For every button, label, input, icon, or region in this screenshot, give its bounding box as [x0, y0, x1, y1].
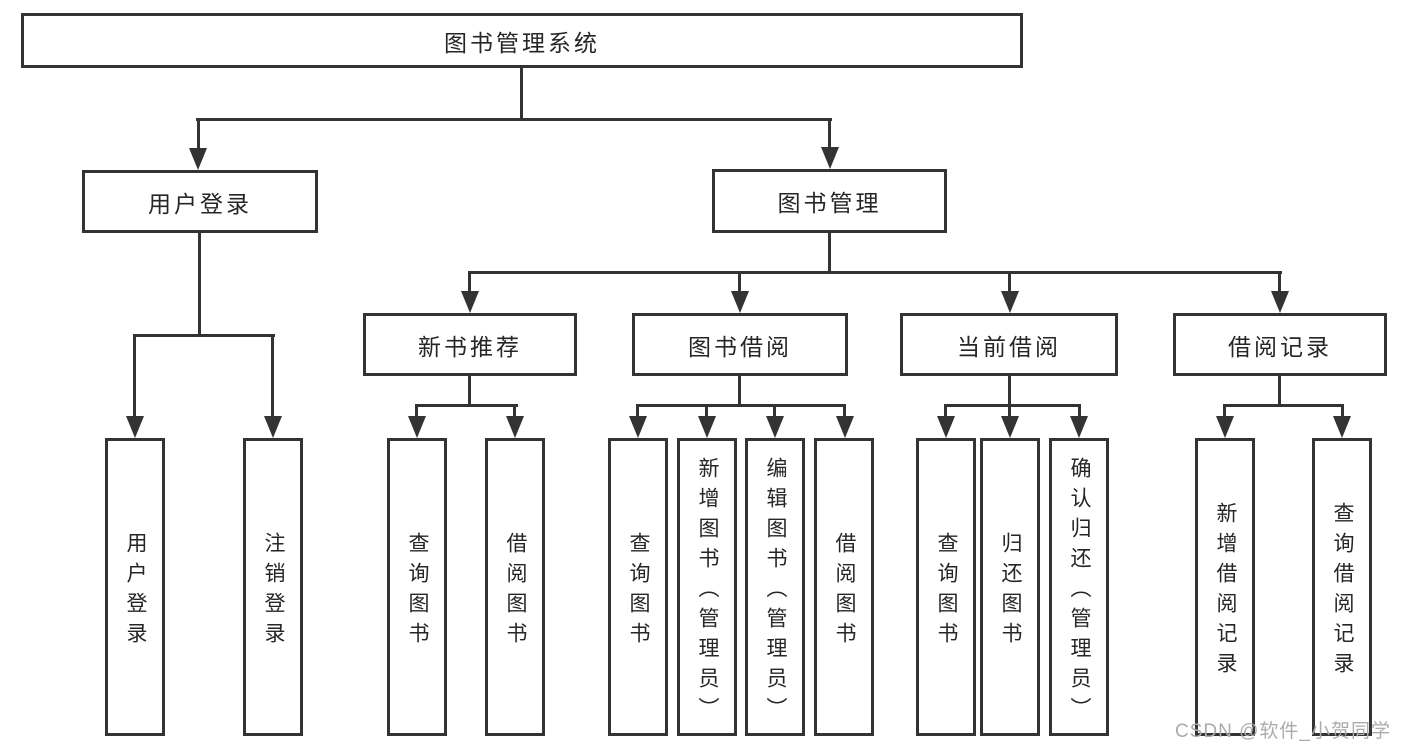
arrow-down-icon: [1216, 416, 1234, 438]
connector-line: [738, 271, 741, 295]
leaf-add-borrow-record: 新增借阅记录: [1195, 438, 1255, 736]
node-book-management-label: 图书管理: [777, 190, 882, 216]
node-book-management: 图书管理: [712, 169, 947, 233]
connector-line: [636, 404, 639, 420]
connector-line: [133, 334, 136, 420]
connector-line: [1278, 271, 1281, 295]
arrow-down-icon: [1333, 416, 1351, 438]
connector-line: [773, 404, 776, 420]
leaf-query-books-1-label: 查询图书: [406, 531, 429, 652]
arrow-down-icon: [1070, 416, 1088, 438]
leaf-logout-label: 注销登录: [262, 531, 285, 652]
leaf-borrow-books-2-label: 借阅图书: [833, 531, 856, 652]
leaf-query-books-3-label: 查询图书: [935, 531, 958, 652]
node-root-label: 图书管理系统: [444, 29, 600, 56]
leaf-confirm-return-admin-label: 确认归还（管理员）: [1068, 456, 1091, 727]
node-new-book-recommend: 新书推荐: [363, 313, 577, 376]
arrow-down-icon: [731, 291, 749, 313]
arrow-down-icon: [1271, 291, 1289, 313]
leaf-return-books: 归还图书: [980, 438, 1040, 736]
arrow-down-icon: [408, 416, 426, 438]
connector-line: [843, 404, 846, 420]
node-borrow-records: 借阅记录: [1173, 313, 1387, 376]
connector-line: [944, 404, 947, 420]
arrow-down-icon: [506, 416, 524, 438]
arrow-down-icon: [766, 416, 784, 438]
connector-line: [513, 404, 516, 420]
connector-line: [828, 118, 831, 151]
leaf-edit-books-admin: 编辑图书（管理员）: [745, 438, 805, 736]
connector-line: [133, 334, 275, 337]
leaf-query-books-2: 查询图书: [608, 438, 668, 736]
leaf-query-books-2-label: 查询图书: [627, 531, 650, 652]
connector-line: [738, 376, 741, 407]
connector-line: [636, 404, 846, 407]
leaf-borrow-books-1: 借阅图书: [485, 438, 545, 736]
arrow-down-icon: [126, 416, 144, 438]
connector-line: [415, 404, 418, 420]
connector-line: [828, 233, 831, 274]
leaf-query-books-3: 查询图书: [916, 438, 976, 736]
connector-line: [1341, 404, 1344, 420]
node-current-borrow-label: 当前借阅: [957, 333, 1061, 360]
connector-line: [197, 118, 200, 152]
leaf-user-login-label: 用户登录: [124, 531, 147, 652]
connector-line: [196, 118, 832, 121]
arrow-down-icon: [264, 416, 282, 438]
node-user-login-label: 用户登录: [148, 190, 252, 217]
node-borrow-records-label: 借阅记录: [1228, 333, 1332, 360]
leaf-query-books-1: 查询图书: [387, 438, 447, 736]
connector-line: [1278, 376, 1281, 407]
csdn-watermark: CSDN @软件_小贺同学: [1175, 721, 1391, 742]
leaf-edit-books-admin-label: 编辑图书（管理员）: [764, 456, 787, 727]
connector-line: [944, 404, 1081, 407]
arrow-down-icon: [836, 416, 854, 438]
connector-line: [520, 68, 523, 121]
connector-line: [415, 404, 518, 407]
connector-line: [198, 233, 201, 337]
connector-line: [468, 271, 1282, 274]
leaf-add-books-admin: 新增图书（管理员）: [677, 438, 737, 736]
connector-line: [1223, 404, 1344, 407]
connector-line: [468, 271, 471, 295]
leaf-add-borrow-record-label: 新增借阅记录: [1214, 501, 1237, 682]
arrow-down-icon: [821, 147, 839, 169]
connector-line: [468, 376, 471, 407]
connector-line: [1078, 404, 1081, 420]
leaf-query-borrow-record-label: 查询借阅记录: [1331, 501, 1354, 682]
arrow-down-icon: [1001, 416, 1019, 438]
connector-line: [271, 334, 274, 420]
arrow-down-icon: [629, 416, 647, 438]
leaf-user-login: 用户登录: [105, 438, 165, 736]
leaf-add-books-admin-label: 新增图书（管理员）: [696, 456, 719, 727]
arrow-down-icon: [1001, 291, 1019, 313]
connector-line: [1223, 404, 1226, 420]
node-book-borrow: 图书借阅: [632, 313, 848, 376]
leaf-query-borrow-record: 查询借阅记录: [1312, 438, 1372, 736]
arrow-down-icon: [698, 416, 716, 438]
connector-line: [1008, 376, 1011, 407]
leaf-borrow-books-1-label: 借阅图书: [504, 531, 527, 652]
arrow-down-icon: [189, 148, 207, 170]
connector-line: [1008, 404, 1011, 420]
node-user-login: 用户登录: [82, 170, 318, 233]
leaf-return-books-label: 归还图书: [999, 531, 1022, 652]
node-current-borrow: 当前借阅: [900, 313, 1118, 376]
leaf-borrow-books-2: 借阅图书: [814, 438, 874, 736]
connector-line: [705, 404, 708, 420]
arrow-down-icon: [461, 291, 479, 313]
connector-line: [1008, 271, 1011, 295]
node-book-borrow-label: 图书借阅: [688, 333, 792, 360]
leaf-confirm-return-admin: 确认归还（管理员）: [1049, 438, 1109, 736]
arrow-down-icon: [937, 416, 955, 438]
node-new-book-recommend-label: 新书推荐: [418, 333, 522, 360]
leaf-logout: 注销登录: [243, 438, 303, 736]
node-root: 图书管理系统: [21, 13, 1023, 68]
